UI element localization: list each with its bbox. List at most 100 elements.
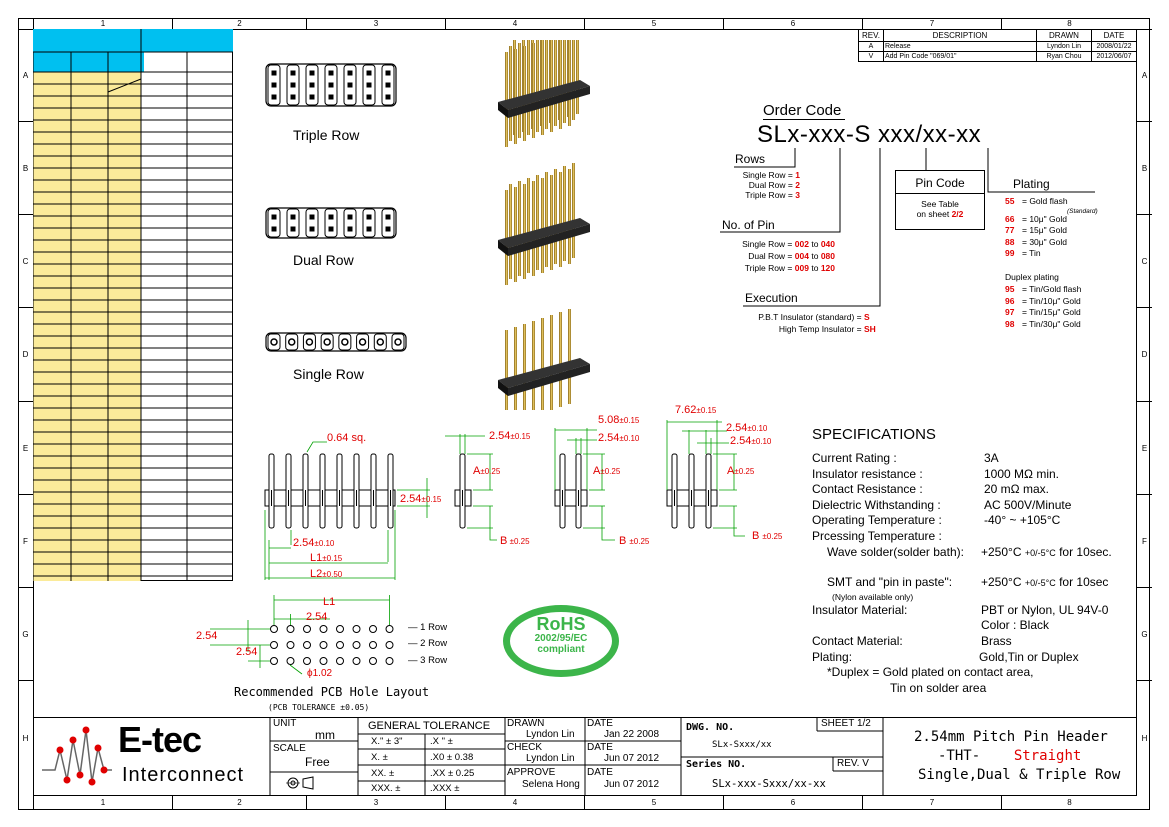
zone-column-8: 8: [1001, 18, 1137, 29]
drawn-value: Lyndon Lin: [526, 729, 575, 740]
revision-header-row: REV. DESCRIPTION DRAWN DATE: [858, 29, 1137, 42]
contact-row: Contact Material:Brass: [812, 634, 1132, 650]
spec-row: Contact Resistance : 20 mΩ max.: [812, 482, 1132, 498]
pin-code-sheet-label: on sheet: [916, 209, 950, 219]
color-value: Color : Black: [981, 618, 1050, 633]
tht-label: -THT-: [938, 748, 981, 764]
zone-column-7: 7: [862, 18, 1001, 29]
wave-label: Wave solder(solder bath):: [827, 544, 964, 559]
rows-option: Triple Row = 3: [700, 190, 800, 200]
l1-dim: L1±0.15: [310, 552, 342, 564]
specs-processing: Prcessing Temperature : Wave solder(sold…: [812, 529, 1132, 696]
triple-b-value: B: [752, 530, 760, 542]
zone-row-D: D: [1137, 307, 1152, 401]
duplex-note-2: Tin on solder area: [890, 680, 987, 695]
sheet-number: SHEET 1/2: [821, 718, 871, 729]
dual-pitch-dim: 2.54±0.10: [598, 432, 639, 444]
spec-row: Insulator resistance :1000 MΩ min.: [812, 467, 1132, 483]
duplex-option: 96= Tin/10μ" Gold: [1005, 296, 1125, 308]
part-table: [32, 29, 233, 581]
pins-from: 009: [794, 263, 809, 273]
pins-to: 080: [820, 251, 835, 261]
zone-row-G: G: [1137, 587, 1152, 680]
tolerance-cell: .XXX ±: [430, 783, 460, 794]
pcb-tolerance: (PCB TOLERANCE ±0.05): [268, 703, 370, 712]
pins-option: Single Row = 002 to 040: [700, 238, 835, 250]
check-label: CHECK: [507, 742, 543, 753]
single-row-label: Single Row: [293, 366, 364, 382]
nylon-note: (Nylon available only): [832, 591, 914, 602]
triple-b-tol: ±0.25: [762, 532, 783, 541]
spec-label: Operating Temperature :: [812, 513, 942, 528]
execution-title: Execution: [745, 291, 798, 305]
straight-label: Straight: [1013, 748, 1082, 764]
revision-row: V Add Pin Code "069/01" Ryan Chou 2012/0…: [858, 51, 1137, 62]
triple-width-value: 7.62: [675, 404, 697, 416]
rev-cell: V: [858, 51, 884, 62]
duplex-option: 97= Tin/15μ" Gold: [1005, 307, 1125, 319]
wave-tol: +0/-5°C: [1024, 547, 1056, 558]
spec-value: AC 500V/Minute: [984, 497, 1072, 512]
duplex-option: 98= Tin/30μ" Gold: [1005, 319, 1125, 331]
wave-value: +250°C +0/-5°C for 10sec.: [981, 545, 1112, 562]
spec-label: Current Rating :: [812, 451, 897, 465]
plating-option: 99= Tin: [1005, 248, 1115, 260]
contact-value: Brass: [981, 633, 1012, 648]
duplex-desc: = Tin/30μ" Gold: [1022, 318, 1081, 329]
pins-option-label: Dual Row =: [748, 251, 793, 261]
l1-tol: ±0.15: [322, 554, 343, 563]
triple-a-tol: ±0.25: [734, 467, 755, 476]
single-pitch-dim: 2.54±0.15: [489, 430, 530, 442]
desc-cell: Release: [883, 41, 1037, 52]
scale-value: Free: [305, 755, 330, 769]
plating-row: Plating:Gold,Tin or Duplex: [812, 650, 1132, 666]
rows-leader: [734, 148, 796, 168]
pins-option-label: Single Row =: [742, 239, 793, 249]
triple-width-dim: 7.62±0.15: [675, 404, 716, 416]
approve-value: Selena Hong: [522, 779, 580, 790]
duplex-code: 97: [1005, 307, 1015, 317]
execution-option-label: High Temp Insulator =: [778, 324, 862, 334]
execution-option: High Temp Insulator = SH: [700, 323, 880, 335]
dual-pitch-tol: ±0.10: [619, 434, 640, 443]
dual-b-value: B: [619, 535, 627, 547]
general-tolerance-title: GENERAL TOLERANCE: [368, 720, 491, 732]
spec-label: Contact Resistance :: [812, 482, 923, 497]
tolerance-cell: .XX ± 0.25: [430, 768, 475, 779]
wave-duration: for 10sec.: [1059, 544, 1112, 559]
specs-title: SPECIFICATIONS: [812, 426, 936, 443]
duplex-note-1: *Duplex = Gold plated on contact area,: [827, 665, 1034, 680]
zone-column-8: 8: [1001, 796, 1137, 810]
plating-desc: = 30μ" Gold: [1022, 236, 1068, 247]
pitch-height-dim: 2.54±0.15: [400, 493, 441, 505]
order-code: SLx-xxx-S xxx/xx-xx: [757, 121, 982, 148]
desc-cell: Add Pin Code "069/01": [883, 51, 1037, 62]
single-row-top-view: [265, 332, 407, 352]
zone-column-5: 5: [584, 796, 723, 810]
spec-row: Operating Temperature :-40° ~ +105°C: [812, 513, 1132, 529]
l2-dim: L2±0.50: [310, 568, 342, 580]
triple-a-dim: A±0.25: [727, 465, 754, 477]
zone-column-3: 3: [306, 18, 445, 29]
processing-label: Prcessing Temperature :: [812, 529, 942, 543]
dual-b-tol: ±0.25: [629, 537, 650, 546]
unit-label: UNIT: [273, 718, 297, 729]
single-a-dim: A±0.25: [473, 465, 500, 477]
single-pitch-value: 2.54: [489, 430, 511, 442]
duplex-desc: = Tin/Gold flash: [1022, 284, 1082, 294]
rows-option: Dual Row = 2: [700, 180, 800, 190]
drawn-cell: Lyndon Lin: [1036, 41, 1092, 52]
drawn-cell: Ryan Chou: [1036, 51, 1092, 62]
execution-option: P.B.T Insulator (standard) = S: [700, 311, 880, 323]
rows-option-code: 2: [795, 180, 800, 190]
check-value: Lyndon Lin: [526, 753, 575, 764]
spec-value: 20 mΩ max.: [984, 482, 1049, 497]
plating-desc: = Tin: [1022, 248, 1041, 258]
triple-row-image: [498, 40, 590, 147]
execution-leader: [743, 148, 881, 307]
order-code-leaders: [720, 148, 1095, 307]
top-views: [265, 63, 407, 352]
a-tol: ±0.25: [480, 467, 501, 476]
date-label-3: DATE: [587, 767, 613, 778]
